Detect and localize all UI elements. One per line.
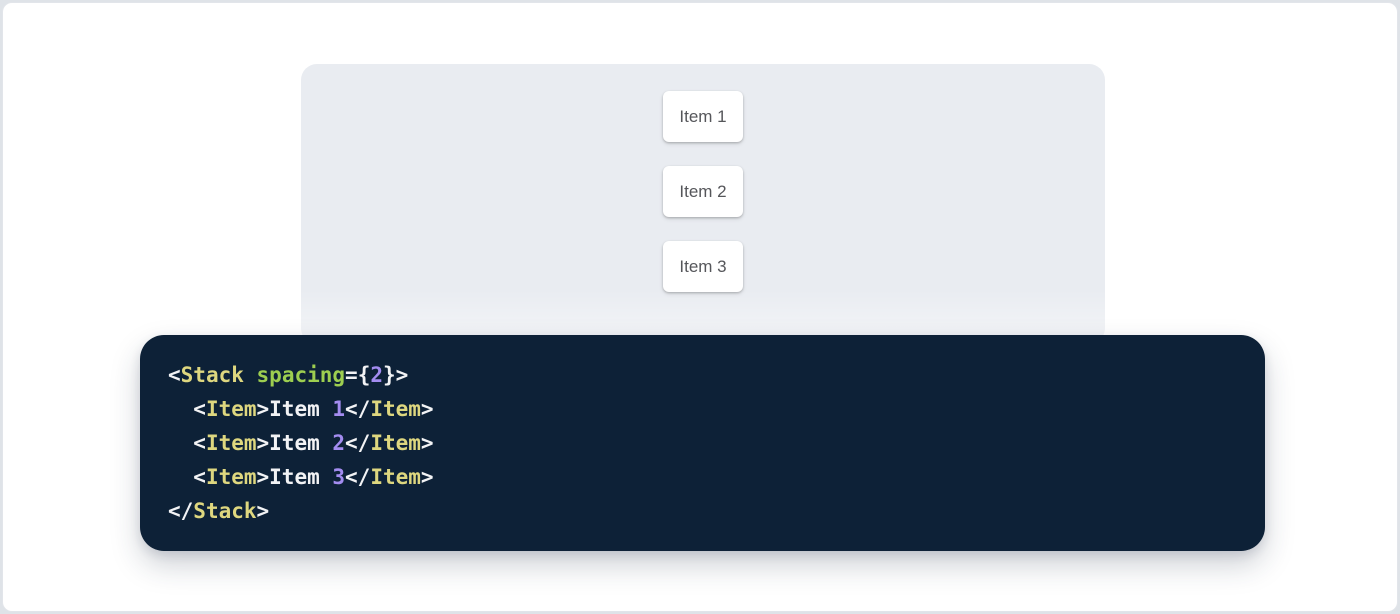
code-line: <Item>Item 2</Item> [168,426,1237,460]
demo-preview-panel: Item 1 Item 2 Item 3 [301,64,1105,344]
code-token-plain [244,363,257,387]
code-token-plain: ={ [345,363,371,387]
code-line: <Item>Item 1</Item> [168,392,1237,426]
code-token-plain: < [168,465,206,489]
code-token-tag: Item [370,397,421,421]
stack-item: Item 2 [663,166,743,217]
code-token-plain: > [420,397,434,421]
code-token-tag: Item [205,465,257,489]
code-token-plain: < [168,397,206,421]
code-token-tag: Item [370,431,421,455]
code-token-plain: </ [345,465,371,489]
code-token-attr: spacing [256,363,346,387]
code-token-plain: > [420,465,434,489]
code-token-plain: < [168,363,181,387]
code-line: <Item>Item 3</Item> [168,460,1237,494]
code-token-plain: < [168,431,206,455]
code-token-tag: Item [370,465,421,489]
stack-item: Item 1 [663,91,743,142]
stack-item: Item 3 [663,241,743,292]
code-token-tag: Item [205,431,257,455]
code-token-number: 3 [332,465,346,489]
code-token-number: 2 [332,431,346,455]
code-token-tag: Stack [193,499,257,523]
code-line: </Stack> [168,494,1237,528]
code-line: <Stack spacing={2}> [168,358,1237,392]
stack-items-container: Item 1 Item 2 Item 3 [301,64,1105,292]
code-token-plain: > [420,431,434,455]
code-token-tag: Stack [180,363,244,387]
code-token-plain: </ [345,397,371,421]
code-token-tag: Item [205,397,257,421]
code-block: <Stack spacing={2}> <Item>Item 1</Item> … [140,335,1265,551]
code-token-plain: </ [168,499,194,523]
code-token-plain: >Item [256,397,333,421]
code-token-number: 2 [370,363,383,387]
code-token-plain: >Item [256,465,333,489]
code-token-number: 1 [332,397,346,421]
code-token-plain: }> [383,363,409,387]
code-token-plain: >Item [256,431,333,455]
code-token-plain: > [256,499,270,523]
code-token-plain: </ [345,431,371,455]
